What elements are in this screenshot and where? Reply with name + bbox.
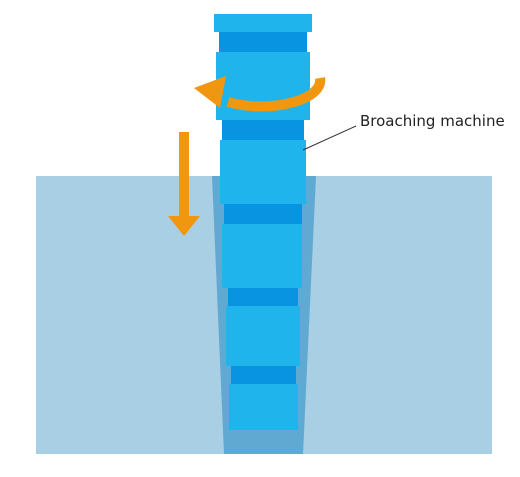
callout-leader	[302, 125, 357, 151]
rotation-arrow-icon	[194, 76, 326, 112]
down-arrow-icon	[168, 132, 200, 236]
tool-band	[222, 120, 304, 140]
tool-band	[219, 32, 307, 52]
tool-band	[231, 366, 296, 384]
tool-segment	[220, 140, 306, 204]
tool-band	[224, 204, 302, 224]
tool-band	[228, 288, 298, 306]
broaching-tool	[214, 14, 312, 430]
tool-label: Broaching machine	[360, 112, 505, 130]
tool-tip	[229, 384, 298, 430]
tool-segment	[226, 306, 300, 366]
tool-cap	[214, 14, 312, 32]
tool-segment	[222, 224, 302, 288]
